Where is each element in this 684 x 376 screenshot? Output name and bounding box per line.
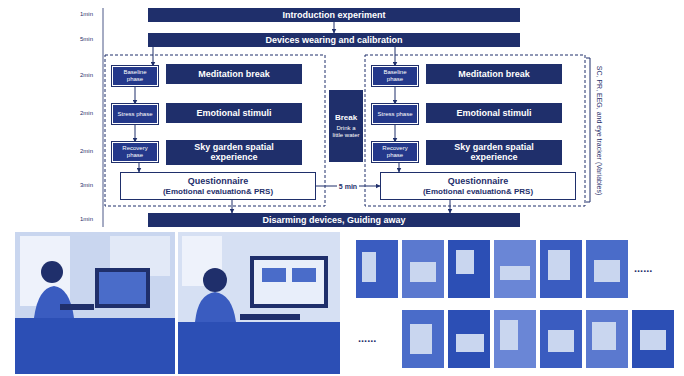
header-bar: Introduction experiment xyxy=(148,8,520,22)
duration-label: 1min xyxy=(80,216,93,222)
duration-label: 2min xyxy=(80,148,93,154)
flow-arrow xyxy=(450,200,451,213)
node-subtitle: (Emotional evaluation& PRS) xyxy=(163,187,273,196)
duration-label: 2min xyxy=(80,72,93,78)
photo xyxy=(15,232,175,374)
process-box: Meditation break xyxy=(426,64,562,84)
timeline xyxy=(103,8,104,227)
node-title: Emotional stimuli xyxy=(196,108,271,118)
flow-arrow xyxy=(395,124,396,142)
ellipsis: ...... xyxy=(634,262,652,274)
duration-label: 5min xyxy=(80,36,93,42)
node-title: Emotional stimuli xyxy=(456,108,531,118)
phase-box: Recovery phase xyxy=(112,142,158,162)
header-bar: Devices wearing and calibration xyxy=(148,33,520,47)
node-title: Break xyxy=(335,113,357,122)
phase-box: Stress phase xyxy=(112,104,158,124)
phase-box: Baseline phase xyxy=(372,66,418,86)
bracket xyxy=(586,58,590,59)
phase-box: Baseline phase xyxy=(112,66,158,86)
duration-label: 2min xyxy=(80,110,93,116)
bracket xyxy=(586,202,590,203)
phase-box: Recovery phase xyxy=(372,142,418,162)
phase-box: Stress phase xyxy=(372,104,418,124)
node-subtitle: (Emotional evaluation& PRS) xyxy=(423,187,533,196)
duration-label: 3min xyxy=(80,182,93,188)
break-box: BreakDrink a little water xyxy=(329,90,363,162)
node-title: Baseline phase xyxy=(115,69,155,83)
footer-bar: Disarming devices, Guiding away xyxy=(148,213,520,227)
flow-arrow xyxy=(135,124,136,142)
group-outline xyxy=(365,55,585,206)
node-subtitle: Drink a little water xyxy=(331,125,361,139)
flow-arrow xyxy=(399,162,400,172)
node-title: Recovery phase xyxy=(375,145,415,159)
variable-label: SC, PR, EEG, and eye tracker (Variables) xyxy=(596,65,603,194)
node-title: Sky garden spatial experience xyxy=(430,142,558,163)
group-outline xyxy=(105,55,325,206)
flow-arrow xyxy=(153,47,154,66)
node-title: Stress phase xyxy=(377,111,412,118)
node-title: Stress phase xyxy=(117,111,152,118)
node-title: Questionnaire xyxy=(448,176,509,186)
flow-arrow xyxy=(395,86,396,104)
node-title: Meditation break xyxy=(458,69,530,79)
process-box: Meditation break xyxy=(166,64,302,84)
duration-label: 1min xyxy=(80,11,93,17)
thumbnail-grid xyxy=(356,240,674,368)
flow-arrow xyxy=(334,22,335,33)
bracket xyxy=(590,58,591,202)
questionnaire-box: Questionnaire(Emotional evaluation& PRS) xyxy=(380,172,576,200)
node-title: Recovery phase xyxy=(115,145,155,159)
node-title: Introduction experiment xyxy=(282,10,385,20)
ellipsis: ...... xyxy=(358,332,376,344)
node-title: Meditation break xyxy=(198,69,270,79)
flow-arrow xyxy=(135,86,136,104)
process-box: Emotional stimuli xyxy=(426,103,562,123)
process-box: Sky garden spatial experience xyxy=(166,140,302,165)
node-title: Questionnaire xyxy=(188,176,249,186)
node-title: Disarming devices, Guiding away xyxy=(262,215,405,225)
flow-arrow xyxy=(395,47,396,66)
photo xyxy=(178,232,340,374)
node-title: Sky garden spatial experience xyxy=(170,142,298,163)
process-box: Emotional stimuli xyxy=(166,103,302,123)
questionnaire-box: Questionnaire(Emotional evaluation& PRS) xyxy=(120,172,316,200)
edge-label: 5 min xyxy=(337,183,359,190)
node-title: Devices wearing and calibration xyxy=(265,35,402,45)
node-title: Baseline phase xyxy=(375,69,415,83)
process-box: Sky garden spatial experience xyxy=(426,140,562,165)
flow-arrow xyxy=(232,200,233,213)
flow-arrow xyxy=(139,162,140,172)
